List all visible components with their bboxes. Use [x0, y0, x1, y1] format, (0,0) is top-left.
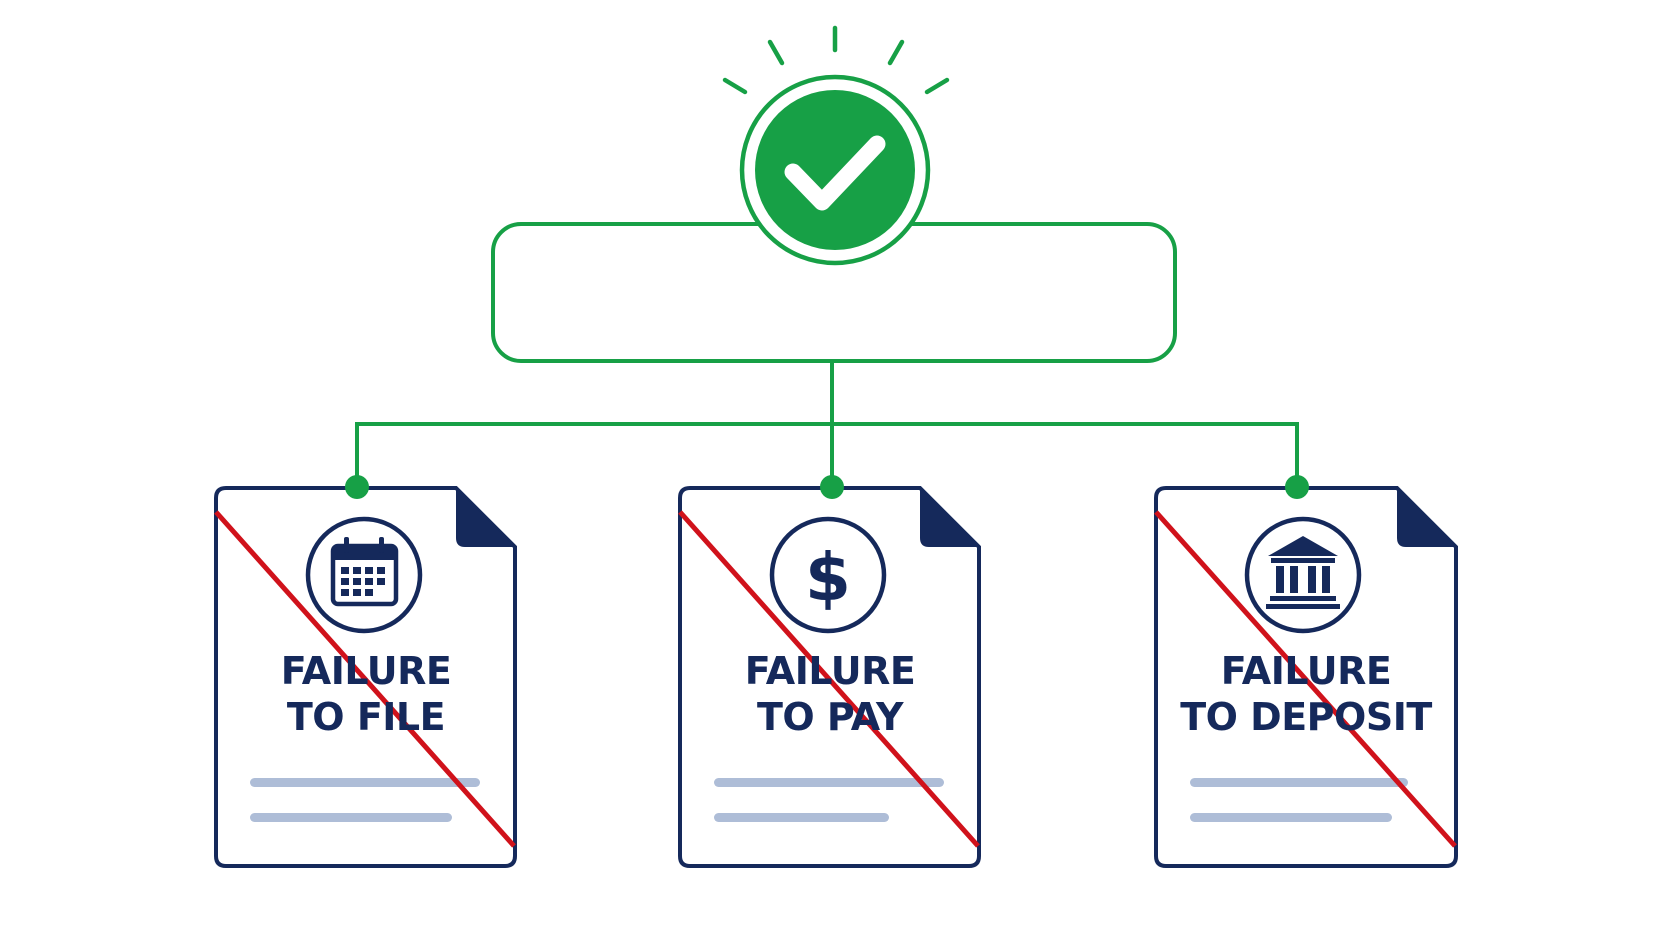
bank-icon	[1244, 516, 1362, 634]
text-placeholder-line	[1190, 813, 1392, 822]
doc-title-line2: TO DEPOSIT	[1180, 695, 1432, 739]
connector-dot-pay	[820, 475, 844, 499]
doc-title-pay: FAILURE TO PAY	[680, 648, 980, 740]
doc-title-deposit: FAILURE TO DEPOSIT	[1156, 648, 1456, 740]
document-card-pay: $	[678, 475, 981, 868]
doc-title-line1: FAILURE	[280, 649, 452, 693]
text-placeholder-line	[1190, 778, 1408, 787]
text-placeholder-line	[714, 778, 944, 787]
document-card-file	[214, 475, 517, 868]
doc-title-file: FAILURE TO FILE	[216, 648, 516, 740]
document-card-deposit	[1154, 475, 1458, 868]
svg-text:$: $	[805, 539, 851, 616]
check-circle-icon	[739, 74, 931, 266]
red-strike-line	[678, 510, 980, 848]
branch-connectors	[355, 361, 1299, 486]
text-placeholder-line	[714, 813, 889, 822]
calendar-icon	[305, 516, 423, 634]
sparkle-rays	[722, 25, 950, 95]
dollar-icon: $	[769, 516, 887, 634]
text-placeholder-line	[250, 778, 480, 787]
doc-title-line1: FAILURE	[1220, 649, 1392, 693]
connector-dot-deposit	[1285, 475, 1309, 499]
red-strike-line	[1154, 510, 1457, 848]
doc-title-line2: TO FILE	[286, 695, 446, 739]
red-strike-line	[214, 510, 516, 848]
doc-title-line2: TO PAY	[756, 695, 904, 739]
text-placeholder-line	[250, 813, 452, 822]
doc-title-line1: FAILURE	[744, 649, 916, 693]
connector-dot-file	[345, 475, 369, 499]
